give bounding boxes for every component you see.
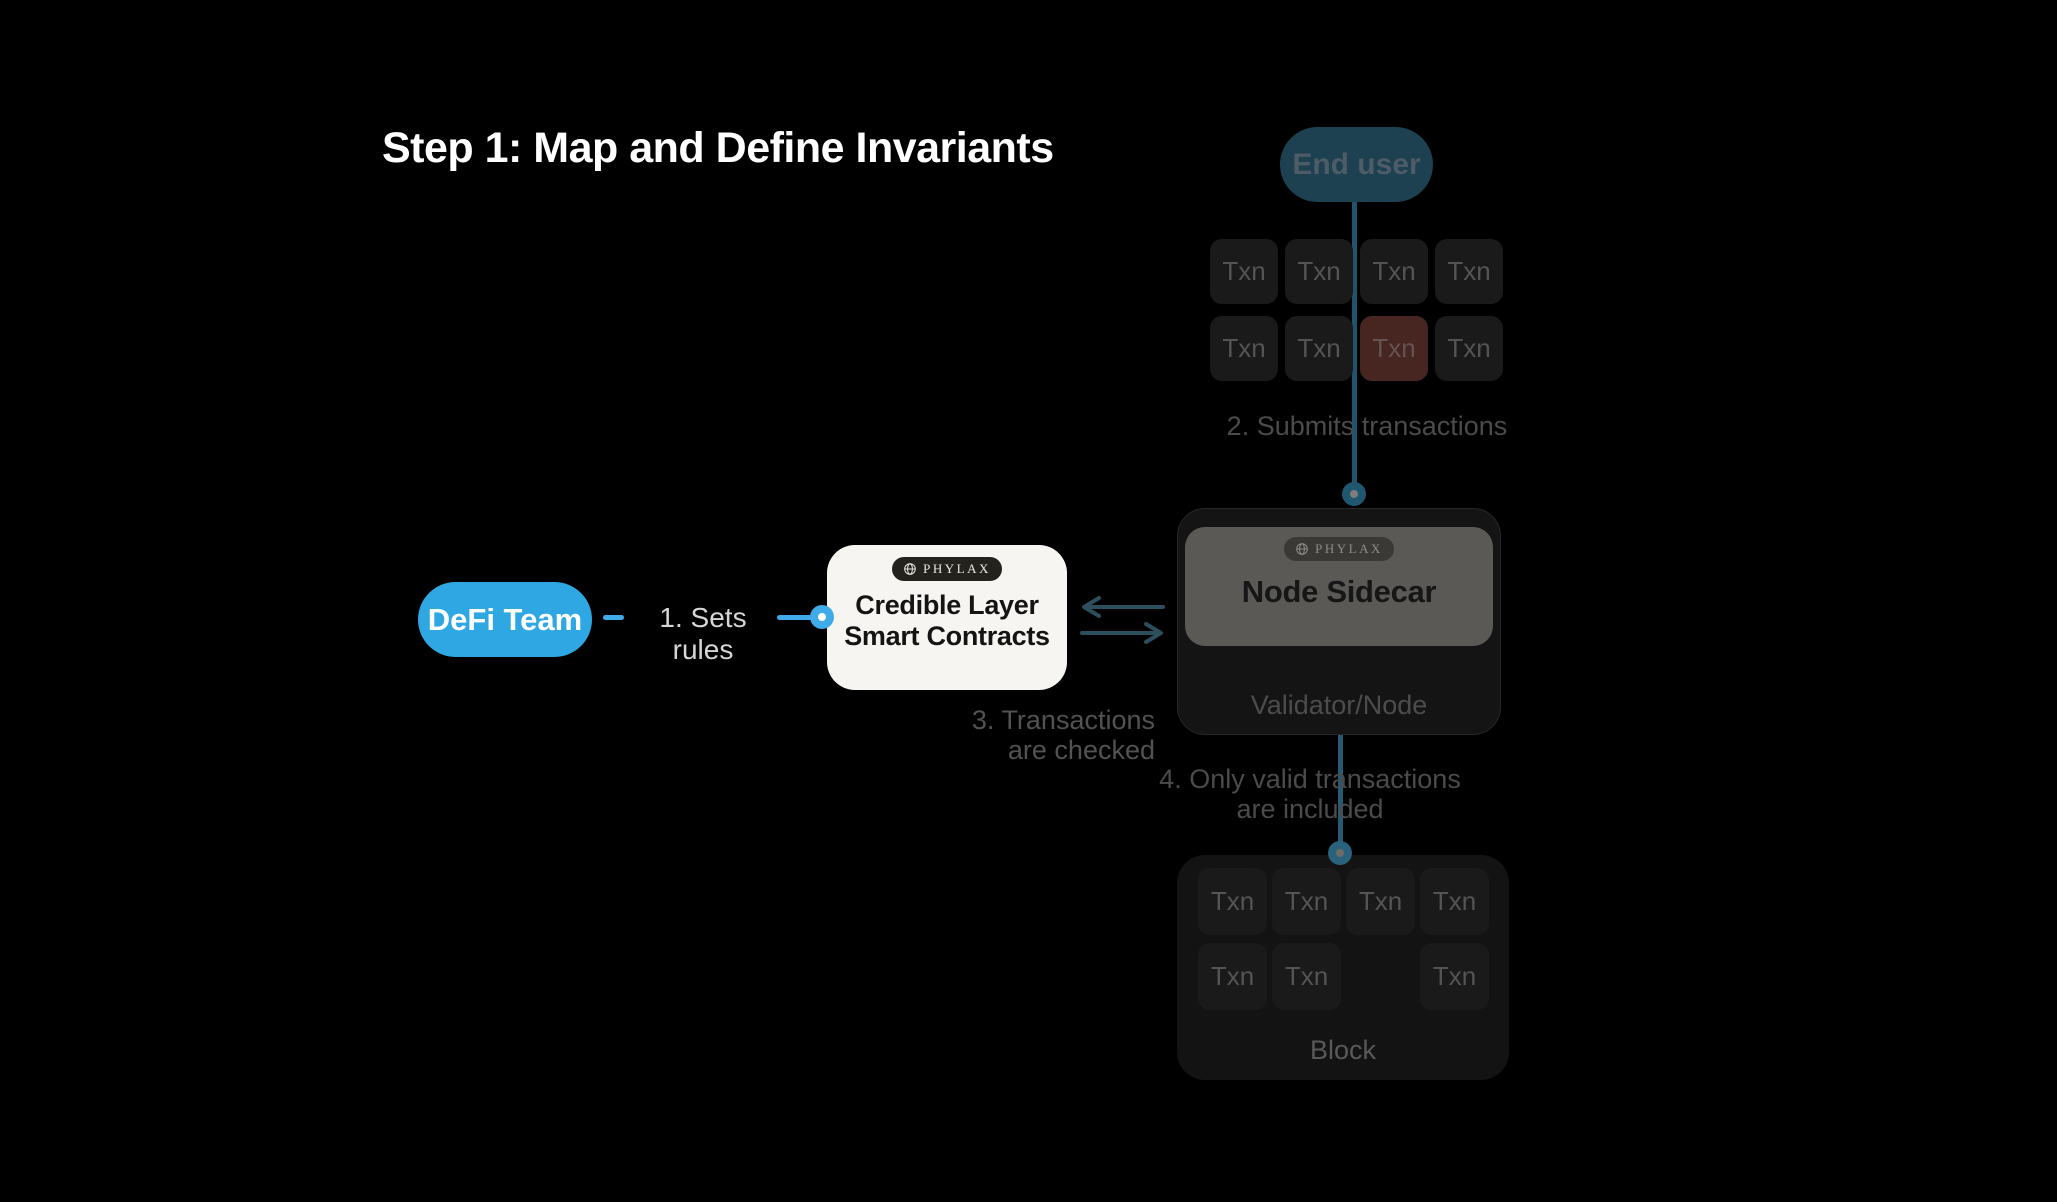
txn-cell: Txn	[1420, 943, 1489, 1010]
validator-node-container: PHYLAX Node Sidecar Validator/Node	[1177, 508, 1501, 735]
mempool-txn-grid: Txn Txn Txn Txn Txn Txn Txn Txn	[1210, 239, 1503, 381]
dot-core	[818, 613, 826, 621]
label-checked-line1: 3. Transactions	[971, 705, 1155, 735]
txn-cell-invalid: Txn	[1360, 316, 1428, 381]
connector-dot-icon	[810, 605, 834, 629]
label-valid-line1: 4. Only valid transactions	[1159, 764, 1461, 794]
txn-cell: Txn	[1272, 943, 1341, 1010]
credible-layer-title-line1: Credible Layer	[855, 590, 1039, 620]
label-submits-transactions: 2. Submits transactions	[1226, 411, 1508, 441]
txn-cell: Txn	[1210, 239, 1278, 304]
label-sets-rules: 1. Sets rules	[659, 602, 747, 665]
label-valid-line2: are included	[1236, 794, 1384, 824]
phylax-globe-icon	[1296, 543, 1308, 555]
end-user-node: End user	[1280, 127, 1433, 202]
txn-cell: Txn	[1435, 239, 1503, 304]
credible-layer-card: PHYLAX Credible Layer Smart Contracts	[827, 545, 1067, 690]
phylax-badge-label: PHYLAX	[923, 561, 991, 576]
block-container: Txn Txn Txn Txn Txn Txn Txn Block	[1177, 855, 1509, 1080]
connector-dot-icon	[1342, 482, 1366, 506]
defi-team-label: DeFi Team	[427, 601, 583, 637]
txn-cell: Txn	[1198, 943, 1267, 1010]
phylax-badge: PHYLAX	[892, 557, 1002, 581]
end-user-label: End user	[1292, 147, 1421, 181]
label-checked-line2: are checked	[1007, 735, 1155, 765]
txn-cell: Txn	[1360, 239, 1428, 304]
node-sidecar-box: PHYLAX Node Sidecar	[1185, 527, 1493, 646]
connector-dash-defi	[603, 615, 624, 620]
connector-line-validator-to-block	[1338, 735, 1343, 845]
txn-cell: Txn	[1285, 239, 1353, 304]
connector-dot-icon	[1328, 841, 1352, 865]
phylax-globe-icon	[904, 563, 916, 575]
phylax-badge: PHYLAX	[1284, 537, 1394, 561]
txn-cell: Txn	[1198, 868, 1267, 935]
page-title: Step 1: Map and Define Invariants	[382, 124, 1054, 172]
credible-layer-title-line2: Smart Contracts	[844, 621, 1050, 651]
validator-node-label: Validator/Node	[1250, 690, 1428, 720]
defi-team-node: DeFi Team	[418, 582, 592, 657]
txn-cell-empty	[1346, 943, 1415, 1010]
phylax-badge-label: PHYLAX	[1315, 541, 1383, 556]
label-transactions-checked: 3. Transactions are checked	[933, 705, 1155, 765]
dot-core	[1350, 490, 1358, 498]
node-sidecar-label: Node Sidecar	[1241, 574, 1437, 609]
connector-line-enduser-to-validator	[1352, 196, 1357, 486]
block-txn-grid: Txn Txn Txn Txn Txn Txn Txn	[1198, 868, 1489, 1010]
label-valid-transactions: 4. Only valid transactions are included	[1080, 764, 1540, 824]
credible-layer-title: Credible Layer Smart Contracts	[844, 590, 1050, 652]
txn-cell: Txn	[1210, 316, 1278, 381]
txn-cell: Txn	[1285, 316, 1353, 381]
txn-cell: Txn	[1435, 316, 1503, 381]
txn-cell: Txn	[1420, 868, 1489, 935]
dot-core	[1336, 849, 1344, 857]
exchange-arrows-icon	[1080, 596, 1165, 644]
txn-cell: Txn	[1272, 868, 1341, 935]
block-label: Block	[1309, 1035, 1377, 1065]
txn-cell: Txn	[1346, 868, 1415, 935]
connector-line-rules-to-card	[777, 615, 820, 620]
